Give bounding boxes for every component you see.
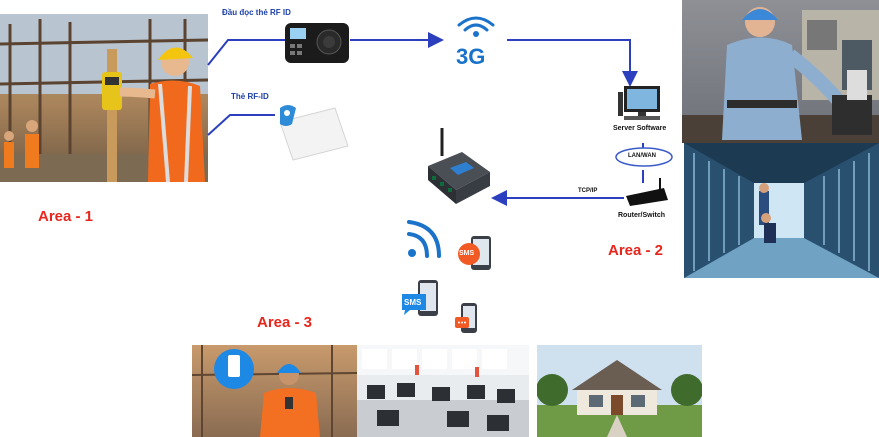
3g-to-server-arrow	[507, 39, 638, 87]
rfid-card-icon	[270, 102, 352, 164]
rfid-card-label: Thẻ RF-ID	[231, 92, 269, 101]
wifi-broadcast-icon	[405, 214, 447, 260]
sms-blue-label: SMS	[404, 298, 422, 307]
lan-wan-label: LAN/WAN	[628, 153, 656, 159]
sms-orange-label: SMS	[459, 250, 475, 257]
area-3-label: Area - 3	[257, 314, 313, 331]
card-connection-line	[207, 114, 275, 136]
server-computer-icon	[618, 84, 668, 122]
server-operator-photo	[682, 0, 879, 143]
iot-controller-device	[422, 128, 494, 206]
reader-connection-line	[207, 39, 285, 66]
worker-with-phone-photo	[192, 345, 357, 437]
rfid-reader-device	[284, 22, 350, 64]
area-2-label: Area - 2	[608, 242, 664, 259]
lan-wan-cloud	[614, 146, 674, 168]
chat-phone-icon	[455, 303, 479, 335]
server-software-label: Server Software	[613, 125, 667, 132]
tcp-ip-label: TCP/IP	[578, 188, 598, 194]
router-icon	[624, 178, 670, 208]
construction-worker-photo	[0, 14, 208, 182]
sms-phone-blue	[400, 280, 440, 318]
sms-phone-orange	[457, 236, 495, 272]
3g-label: 3G	[456, 44, 486, 69]
area-1-label: Area - 1	[38, 208, 94, 225]
rfid-reader-label: Đầu đọc thẻ RF ID	[222, 8, 291, 17]
data-center-photo	[684, 143, 879, 278]
office-photo	[357, 345, 529, 437]
router-switch-label: Router/Switch	[618, 212, 666, 219]
house-photo	[537, 345, 702, 437]
3g-wireless-icon	[445, 13, 507, 39]
